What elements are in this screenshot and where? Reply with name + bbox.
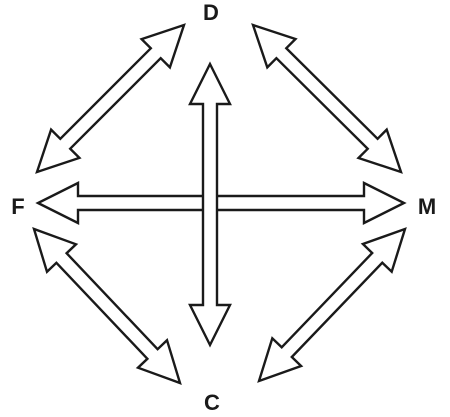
arrow-f-c [32, 227, 182, 385]
arrow-m-c [257, 227, 407, 383]
arrow-f-d [35, 23, 186, 174]
arrow-d-c [188, 61, 232, 348]
node-label-top: D [203, 0, 219, 25]
node-label-left: F [11, 194, 24, 219]
node-label-right: M [418, 194, 436, 219]
arrow-f-m [35, 181, 407, 225]
node-label-bottom: C [204, 390, 220, 415]
arrow-d-m [251, 23, 403, 174]
